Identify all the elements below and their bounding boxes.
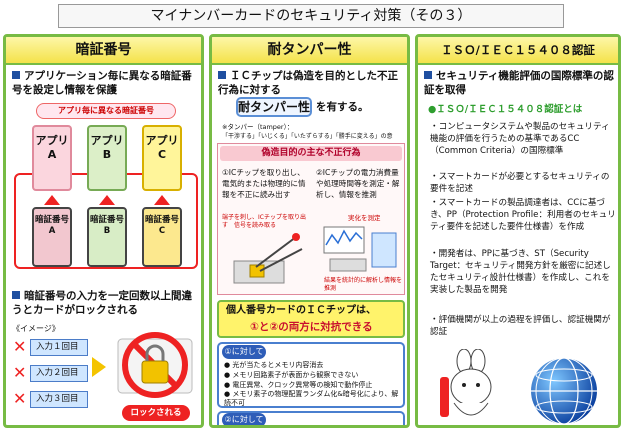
right-arrow-icon — [92, 357, 106, 377]
power-analysis-icon — [323, 226, 397, 272]
pin-a-key: 暗証番号A — [32, 207, 72, 267]
pin-bullet-1-text: アプリケーション毎に異なる暗証番号を設定し情報を保護 — [12, 70, 192, 96]
iso-item-5: ・評価機関が以上の過程を評価し、認証機関が認証 — [430, 315, 611, 337]
x-mark-icon: ✕ — [13, 389, 27, 408]
resist-box — [217, 300, 405, 338]
attempt-3: 入力３回目 — [30, 391, 88, 408]
tamper-note-2: 「干渉する」「いじくる」「いたずらする」「勝手に変える」の意 — [222, 133, 393, 140]
countermeasure-text: 光が当たるとメモリ内容消去 — [232, 361, 324, 369]
iso-item-3: ・スマートカードの製品調達者は、CCに基づき、PP（Protection Pro… — [430, 198, 616, 232]
iso-item-2: ・スマートカードが必要とするセキュリティの要件を記述 — [430, 172, 610, 194]
mascot-icon — [440, 349, 492, 417]
app-b-card: アプリB — [87, 125, 127, 191]
app-c-card: アプリC — [142, 125, 182, 191]
forgery-box-title: 偽造目的の主な不正行為 — [220, 146, 402, 161]
different-pin-label: アプリ毎に異なる暗証番号 — [36, 103, 176, 119]
method-2-note-1: 実化を測定 — [348, 214, 381, 222]
tamper-panel: 耐タンパー性 ＩＣチップは偽造を目的とした不正行為に対する 耐タンパー性 を有す… — [209, 34, 410, 428]
pin-bullet-2: 暗証番号の入力を一定回数以上間違うとカードがロックされる — [12, 289, 201, 317]
iso-panel-header: ＩＳＯ/ＩＥＣ１５４０８認証 — [418, 37, 618, 65]
x-mark-icon: ✕ — [13, 363, 27, 382]
iso-item-1: ・コンピュータシステムや製品のセキュリティ機能の評価を行うための基準であるCC（… — [430, 122, 610, 156]
up-arrow-icon — [99, 195, 115, 205]
iso-subhead: ●ＩＳＯ/ＩＥＣ１５４０８認証とは — [428, 104, 583, 115]
pin-c-key: 暗証番号C — [142, 207, 182, 267]
tamper-bullet-1: ＩＣチップは偽造を目的とした不正行為に対する — [218, 69, 407, 97]
iso-bullet-1: セキュリティ機能評価の国際標準の認証を取得 — [424, 69, 618, 97]
x-mark-icon: ✕ — [13, 337, 27, 356]
square-bullet-icon — [12, 71, 20, 79]
pin-panel-header: 暗証番号 — [6, 37, 201, 65]
resist-text-2: ①と②の両方に対抗できる — [250, 321, 373, 333]
pin-bullet-1: アプリケーション毎に異なる暗証番号を設定し情報を保護 — [12, 69, 201, 97]
iso-bullet-1-text: セキュリティ機能評価の国際標準の認証を取得 — [424, 70, 614, 96]
pin-panel: 暗証番号 アプリケーション毎に異なる暗証番号を設定し情報を保護 アプリ毎に異なる… — [3, 34, 204, 428]
tamper-panel-header: 耐タンパー性 — [212, 37, 407, 65]
up-arrow-icon — [44, 195, 60, 205]
image-label: 《イメージ》 — [12, 324, 60, 333]
pin-bullet-2-text: 暗証番号の入力を一定回数以上間違うとカードがロックされる — [12, 290, 192, 316]
method-1: ①ICチップを取り出し、電気的または物理的に情報を不正に読み出す — [222, 168, 306, 199]
countermeasure-item: ● 光が当たるとメモリ内容消去 — [224, 361, 324, 369]
tamper-bullet-text: ＩＣチップは偽造を目的とした不正行為に対する — [218, 70, 398, 96]
resist-text-1: 個人番号カードのＩＣチップは、 — [226, 305, 376, 316]
tamper-highlight: 耐タンパー性 — [236, 97, 312, 117]
method-2-note-2: 結果を統計的に解析し情報を推測 — [324, 277, 403, 292]
countermeasure-text: 電圧異常、クロック異常等の検知で動作停止 — [232, 381, 373, 389]
globe-icon — [531, 357, 597, 425]
attempt-1: 入力１回目 — [30, 339, 88, 356]
square-bullet-icon — [12, 291, 20, 299]
method-1-note: 端子を刺し、ICチップを取り出す 信号を読み取る — [222, 214, 306, 229]
tamper-bullet-suffix: を有する。 — [316, 101, 369, 113]
iso-panel: ＩＳＯ/ＩＥＣ１５４０８認証 セキュリティ機能評価の国際標準の認証を取得 ●ＩＳ… — [415, 34, 621, 428]
app-a-card: アプリA — [32, 125, 72, 191]
iso-item-4: ・開発者は、PPに基づき、ST（Security Target：セキュリティ開発… — [430, 249, 611, 295]
chip-probe-icon — [233, 233, 303, 284]
pin-b-key: 暗証番号B — [87, 207, 127, 267]
locked-card-icon — [117, 332, 193, 398]
square-bullet-icon — [424, 71, 432, 79]
forgery-box — [217, 143, 405, 295]
attempt-2: 入力２回目 — [30, 365, 88, 382]
countermeasure-text: メモリ回路素子が表面から観察できない — [232, 371, 359, 379]
page-title: マイナンバーカードのセキュリティ対策（その３） — [58, 4, 564, 28]
countermeasure-item: ● 電圧異常、クロック異常等の検知で動作停止 — [224, 381, 373, 389]
square-bullet-icon — [218, 71, 226, 79]
countermeasure-text: メモリ素子の物理配置ランダム化&暗号化により、解読不可 — [224, 390, 399, 407]
up-arrow-icon — [154, 195, 170, 205]
countermeasure-tag-2: ②に対して — [222, 413, 266, 425]
locked-label: ロックされる — [122, 405, 190, 421]
countermeasure-item: ● メモリ回路素子が表面から観察できない — [224, 371, 359, 379]
countermeasure-item: ● メモリ素子の物理配置ランダム化&暗号化により、解読不可 — [224, 390, 399, 407]
countermeasure-tag-1: ①に対して — [222, 345, 266, 359]
method-2: ②ICチップの電力消費量や処理時間等を測定・解析し、情報を推測 — [316, 168, 400, 199]
tamper-note-1: ※タンパー（tamper）： — [222, 123, 294, 131]
